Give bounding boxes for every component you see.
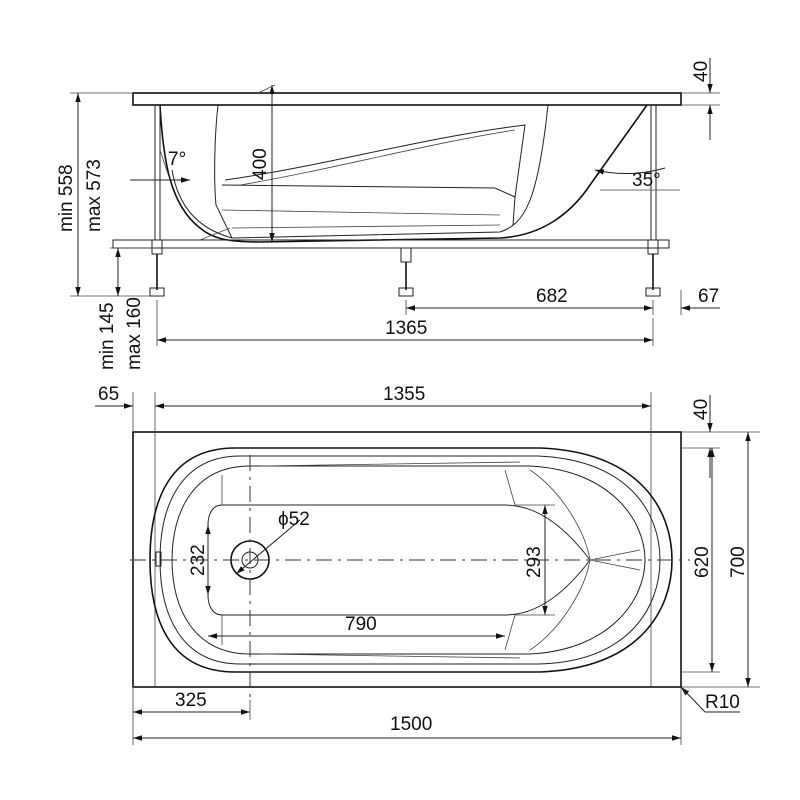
top-drain-width: 232 [188, 544, 209, 576]
side-height-max: max 573 [84, 159, 105, 232]
top-rim-dim: 40 [691, 399, 712, 420]
side-angle-head: 7° [168, 149, 186, 170]
side-rim-dim: 40 [691, 61, 712, 82]
side-leg-span: 682 [536, 286, 568, 307]
side-legs-max: max 160 [124, 297, 145, 370]
top-offset: 65 [98, 384, 119, 405]
top-bottom-width: 293 [524, 546, 545, 578]
top-inner-length: 1355 [383, 384, 425, 405]
side-legs [149, 105, 661, 297]
top-corner-radius: R10 [705, 692, 740, 713]
side-height-min: min 558 [56, 164, 77, 232]
top-drain-diameter: ϕ52 [278, 509, 310, 530]
side-frame [112, 239, 670, 249]
top-bowl-outer [149, 447, 673, 673]
side-inner-shell [171, 104, 549, 239]
top-inner-width: 620 [692, 546, 713, 578]
top-drain-offset: 325 [175, 690, 207, 711]
side-depth-dim: 400 [250, 148, 271, 180]
top-bottom-area [207, 504, 591, 616]
overflow-hole [155, 551, 162, 567]
side-rim [132, 92, 682, 106]
side-frame-length: 1365 [385, 318, 427, 339]
top-view: 65 1355 40 620 700 232 ϕ52 293 790 325 [95, 384, 760, 745]
side-legs-min: min 145 [97, 302, 118, 370]
side-leg-offset: 67 [698, 286, 719, 307]
side-view: min 558 max 573 min 145 max 160 40 400 7… [56, 58, 720, 370]
side-angle-back: 35° [632, 170, 661, 191]
top-width: 700 [728, 546, 749, 578]
side-tub-profile [159, 104, 648, 243]
top-length: 1500 [390, 714, 432, 735]
top-bottom-length: 790 [345, 614, 377, 635]
